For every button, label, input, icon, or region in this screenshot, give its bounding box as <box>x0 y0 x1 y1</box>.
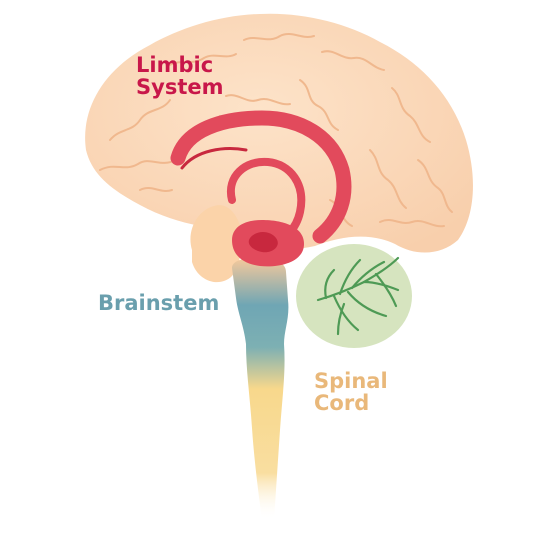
spinal-label-line-1: Spinal <box>314 369 388 393</box>
limbic-arc-outer <box>170 110 352 244</box>
limbic-system-label: Limbic System <box>136 54 223 98</box>
brainstem-label: Brainstem <box>98 292 219 314</box>
spinal-label-line-2: Cord <box>314 391 370 416</box>
temporal-lobe <box>190 205 242 283</box>
cerebellum-veins <box>316 256 400 336</box>
fornix-line <box>180 147 248 170</box>
spinal-cord-label: Spinal Cord <box>314 370 388 414</box>
limbic-label-line-2: System <box>136 75 224 100</box>
cerebral-folds <box>99 33 453 228</box>
cerebellum <box>296 244 412 348</box>
thalamus-detail <box>248 232 278 253</box>
limbic-label-line-1: Limbic <box>136 53 214 77</box>
brainstem-and-spinal-cord <box>232 258 289 520</box>
cerebrum <box>85 13 473 253</box>
brainstem-label-line-1: Brainstem <box>98 291 220 315</box>
